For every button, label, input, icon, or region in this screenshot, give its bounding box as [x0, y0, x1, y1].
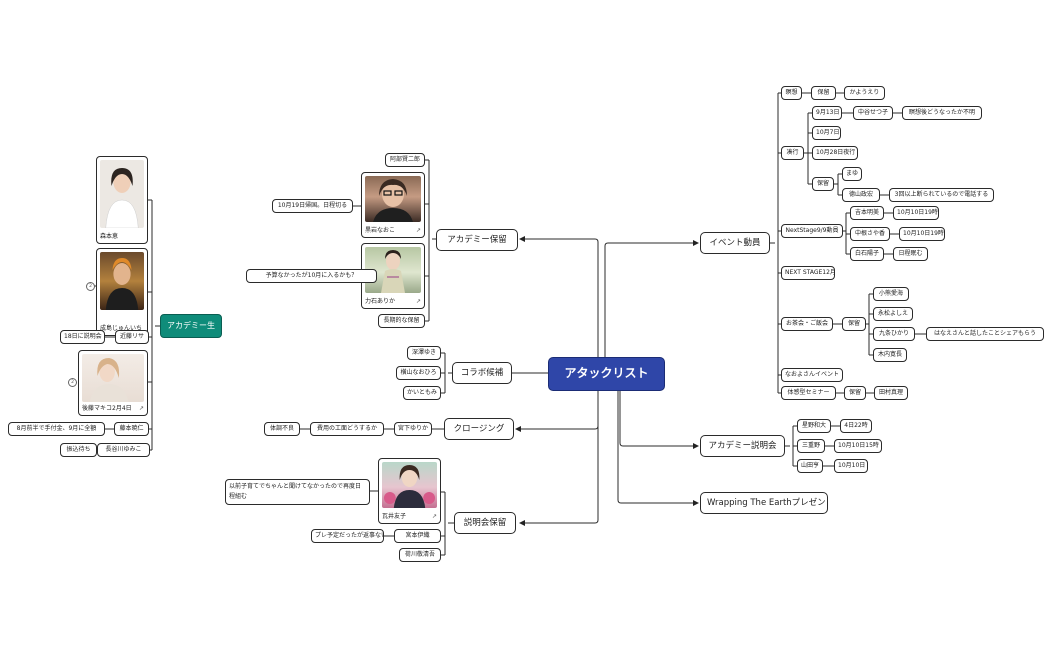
goto-name: 後藤マキコ2月4日 [82, 405, 132, 412]
node-academy-info[interactable]: アカデミー説明会 [700, 435, 785, 457]
card-morimoto[interactable]: 森本恵 [96, 156, 148, 244]
node-event-mobilization[interactable]: イベント動員 [700, 232, 770, 254]
node-meiso-hold[interactable]: 保留 [811, 86, 836, 100]
node-hasegawa[interactable]: 長谷川ゆみこ [97, 443, 150, 457]
node-mie[interactable]: 三重野 [797, 439, 825, 453]
node-academy-member[interactable]: アカデミー生 [160, 314, 222, 338]
node-mayu[interactable]: まゆ [842, 167, 862, 181]
node-oguma[interactable]: 小熊愛海 [873, 287, 909, 301]
node-tamura[interactable]: 田村真理 [874, 386, 908, 400]
node-fujimoto[interactable]: 藤本暁仁 [114, 422, 149, 436]
external-link-icon[interactable]: ↗ [138, 405, 144, 412]
node-nakane[interactable]: 中根さや香 [850, 227, 890, 241]
node-yamada[interactable]: 山田亨 [797, 459, 823, 473]
node-info-hold[interactable]: 説明会保留 [454, 512, 516, 534]
node-hoshino[interactable]: 星野和大 [797, 419, 831, 433]
node-nakaya-note[interactable]: 瞑想後どうなったか不明 [902, 106, 982, 120]
node-arakawa[interactable]: 荷川敬清吾 [399, 548, 441, 562]
node-longterm-hold[interactable]: 長期的な保留 [378, 314, 425, 328]
node-kujo-note[interactable]: はなえさんと話したことシェアもらう [926, 327, 1044, 341]
goto-photo [82, 354, 144, 402]
node-hasegawa-note[interactable]: 振込待ち [60, 443, 97, 457]
node-oct28[interactable]: 10月28日夜行 [812, 146, 858, 160]
node-kayoeri[interactable]: かようえり [844, 86, 885, 100]
node-ochakai[interactable]: お茶会・ご飯会 [781, 317, 833, 331]
node-miyamoto-akemi[interactable]: 吉本明美 [850, 206, 884, 220]
node-fukazawa[interactable]: 深澤ゆき [407, 346, 441, 360]
node-abe[interactable]: 阿部賢二郎 [385, 153, 425, 167]
node-miyashita[interactable]: 宮下ゆりか [394, 422, 432, 436]
morimoto-name: 森本恵 [100, 233, 119, 240]
node-closing-note1[interactable]: 費用の工面どうするか [310, 422, 384, 436]
sakai-name: 瓦井友子 [382, 513, 407, 520]
node-tokuyama-note[interactable]: 3回以上断られているので電話する [889, 188, 994, 202]
external-link-icon[interactable]: ↗ [415, 298, 421, 305]
node-fujimoto-note[interactable]: 8月前半で手付金、9月に全額 [8, 422, 105, 436]
node-mie-date[interactable]: 10月10日15時 [834, 439, 882, 453]
node-kai[interactable]: かいともみ [403, 386, 441, 400]
node-closing-note2[interactable]: 体調不良 [264, 422, 300, 436]
node-yamada-date[interactable]: 10月10日 [834, 459, 868, 473]
narushima-photo [100, 252, 144, 310]
node-yokoyama[interactable]: 横山なおひろ [396, 366, 441, 380]
kuroiwa-name: 黒岩なおこ [365, 227, 396, 234]
root-node[interactable]: アタックリスト [548, 357, 665, 391]
external-link-icon[interactable]: ↗ [415, 227, 421, 234]
node-kujo[interactable]: 九条ひかり [873, 327, 915, 341]
card-narushima[interactable]: 成島じゅんいち [96, 248, 148, 336]
node-kondo[interactable]: 近藤リサ [115, 330, 149, 344]
node-soko[interactable]: 凑行 [781, 146, 804, 160]
node-closing[interactable]: クロージング [444, 418, 514, 440]
node-rikiishi-note[interactable]: 予算なかったが10月に入るかも？ [246, 269, 377, 283]
sakai-photo [382, 462, 437, 508]
narushima-name: 成島じゅんいち [100, 325, 143, 332]
node-next12[interactable]: NEXT STAGE12月 [781, 266, 835, 280]
node-nakane-date[interactable]: 10月10日19時 [899, 227, 945, 241]
node-meiso[interactable]: 瞑想 [781, 86, 802, 100]
node-soko-hold[interactable]: 保留 [812, 177, 834, 191]
node-nagamatsu[interactable]: 永松よしえ [873, 307, 913, 321]
external-link-icon[interactable]: ↗ [431, 513, 437, 520]
card-sakai[interactable]: 瓦井友子 ↗ [378, 458, 441, 524]
node-taikan-hold[interactable]: 保留 [844, 386, 866, 400]
node-naoyo-event[interactable]: なおよさんイベント [781, 368, 843, 382]
node-miyamoto-note[interactable]: プレ予定だったが返事ない [311, 529, 384, 543]
narushima-comment-badge[interactable]: 2 [86, 282, 95, 291]
rikiishi-name: 力石ありか [365, 298, 396, 305]
node-kiuchi[interactable]: 木内寛長 [873, 348, 907, 362]
node-miyamoto-date[interactable]: 10月10日19時 [893, 206, 939, 220]
node-kondo-note[interactable]: 18日に説明会 [60, 330, 105, 344]
node-shiraishi[interactable]: 白石陽子 [850, 247, 884, 261]
node-academy-hold[interactable]: アカデミー保留 [436, 229, 518, 251]
node-nakaya[interactable]: 中谷せつ子 [853, 106, 893, 120]
rikiishi-photo [365, 247, 421, 293]
node-miyamoto-iori[interactable]: 宮本伊織 [394, 529, 441, 543]
node-sakai-note[interactable]: 以前子育てでちゃんと聞けてなかったので再度日程組む [225, 479, 370, 505]
node-shiraishi-note[interactable]: 日程眠む [893, 247, 928, 261]
node-kuroiwa-note[interactable]: 10月19日帰国。日程切る [272, 199, 353, 213]
node-hoshino-date[interactable]: 4日22時 [840, 419, 872, 433]
node-oct7[interactable]: 10月7日 [812, 126, 841, 140]
node-ochakai-hold[interactable]: 保留 [842, 317, 866, 331]
node-collab[interactable]: コラボ候補 [452, 362, 512, 384]
node-nextstage[interactable]: NextStage9/9動員 [781, 224, 843, 238]
goto-comment-badge[interactable]: 2 [68, 378, 77, 387]
node-tokuyama[interactable]: 德山政宏 [842, 188, 880, 202]
node-sept13[interactable]: 9月13日 [812, 106, 842, 120]
card-rikiishi[interactable]: 力石ありか ↗ [361, 243, 425, 309]
kuroiwa-photo [365, 176, 421, 222]
node-taikan[interactable]: 体感型セミナー [781, 386, 836, 400]
morimoto-photo [100, 160, 144, 228]
card-goto[interactable]: 後藤マキコ2月4日 ↗ [78, 350, 148, 416]
node-wrapping-the-earth[interactable]: Wrapping The Earthプレゼン [700, 492, 828, 514]
card-kuroiwa[interactable]: 黒岩なおこ ↗ [361, 172, 425, 238]
